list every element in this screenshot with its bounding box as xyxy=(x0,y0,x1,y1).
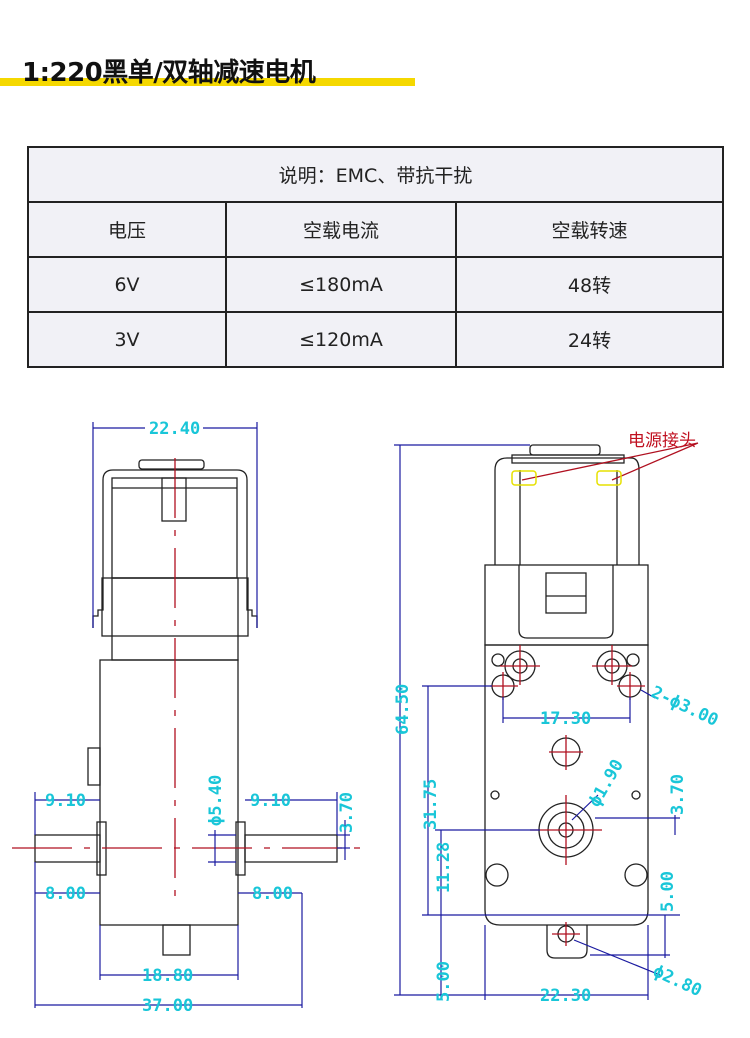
spec-table: 说明：EMC、带抗干扰 电压 空载电流 空载转速 6V ≤180mA 48转 3… xyxy=(27,146,724,368)
cell-speed: 24转 xyxy=(455,311,724,368)
header-current: 空载电流 xyxy=(225,201,457,258)
dim-body-width-front: 22.30 xyxy=(540,986,591,1006)
table-row: 说明：EMC、带抗干扰 xyxy=(27,146,724,203)
dim-shaft-dia: ϕ5.40 xyxy=(206,775,226,826)
table-row: 3V ≤120mA 24转 xyxy=(27,311,724,368)
dim-shaft-right: 9.10 xyxy=(250,791,291,811)
title-underline xyxy=(0,78,415,86)
cell-current: ≤180mA xyxy=(225,256,457,313)
power-connector-label: 电源接头 xyxy=(628,431,696,451)
dim-width-top: 22.40 xyxy=(149,419,200,439)
header-speed: 空载转速 xyxy=(455,201,724,258)
side-view: 22.40 9.10 9.10 8.00 8.00 18.80 37.00 ϕ5… xyxy=(12,419,365,1016)
cell-voltage: 3V xyxy=(27,311,227,368)
dim-offset-right: 8.00 xyxy=(252,884,293,904)
table-row: 6V ≤180mA 48转 xyxy=(27,256,724,313)
dim-hole-spacing: 17.30 xyxy=(540,709,591,729)
front-view: 电源接头 64.50 17.30 2-ϕ3.00 ϕ1.90 3.70 31.7… xyxy=(393,431,721,1006)
cell-voltage: 6V xyxy=(27,256,227,313)
page-title: 1:220黑单/双轴减速电机 xyxy=(22,58,316,88)
table-note: 说明：EMC、带抗干扰 xyxy=(27,146,724,203)
table-header-row: 电压 空载电流 空载转速 xyxy=(27,201,724,258)
dim-tab-hole: ϕ2.80 xyxy=(650,961,705,1001)
dim-height-total: 64.50 xyxy=(393,684,413,735)
header-voltage: 电压 xyxy=(27,201,227,258)
dim-shaft-hole: ϕ1.90 xyxy=(585,756,628,810)
dim-flat-front: 3.70 xyxy=(668,774,688,815)
dim-total-width: 37.00 xyxy=(142,996,193,1016)
dim-5-00-left: 5.00 xyxy=(434,961,454,1002)
cell-speed: 48转 xyxy=(455,256,724,313)
dim-shaft-left: 9.10 xyxy=(45,791,86,811)
dim-hole-spec: 2-ϕ3.00 xyxy=(648,682,721,730)
dim-flat: 3.70 xyxy=(337,792,357,833)
dim-31-75: 31.75 xyxy=(421,779,441,830)
dim-offset-left: 8.00 xyxy=(45,884,86,904)
dim-11-28: 11.28 xyxy=(434,842,454,893)
dim-body-width: 18.80 xyxy=(142,966,193,986)
cell-current: ≤120mA xyxy=(225,311,457,368)
dim-5-00-right: 5.00 xyxy=(658,871,678,912)
